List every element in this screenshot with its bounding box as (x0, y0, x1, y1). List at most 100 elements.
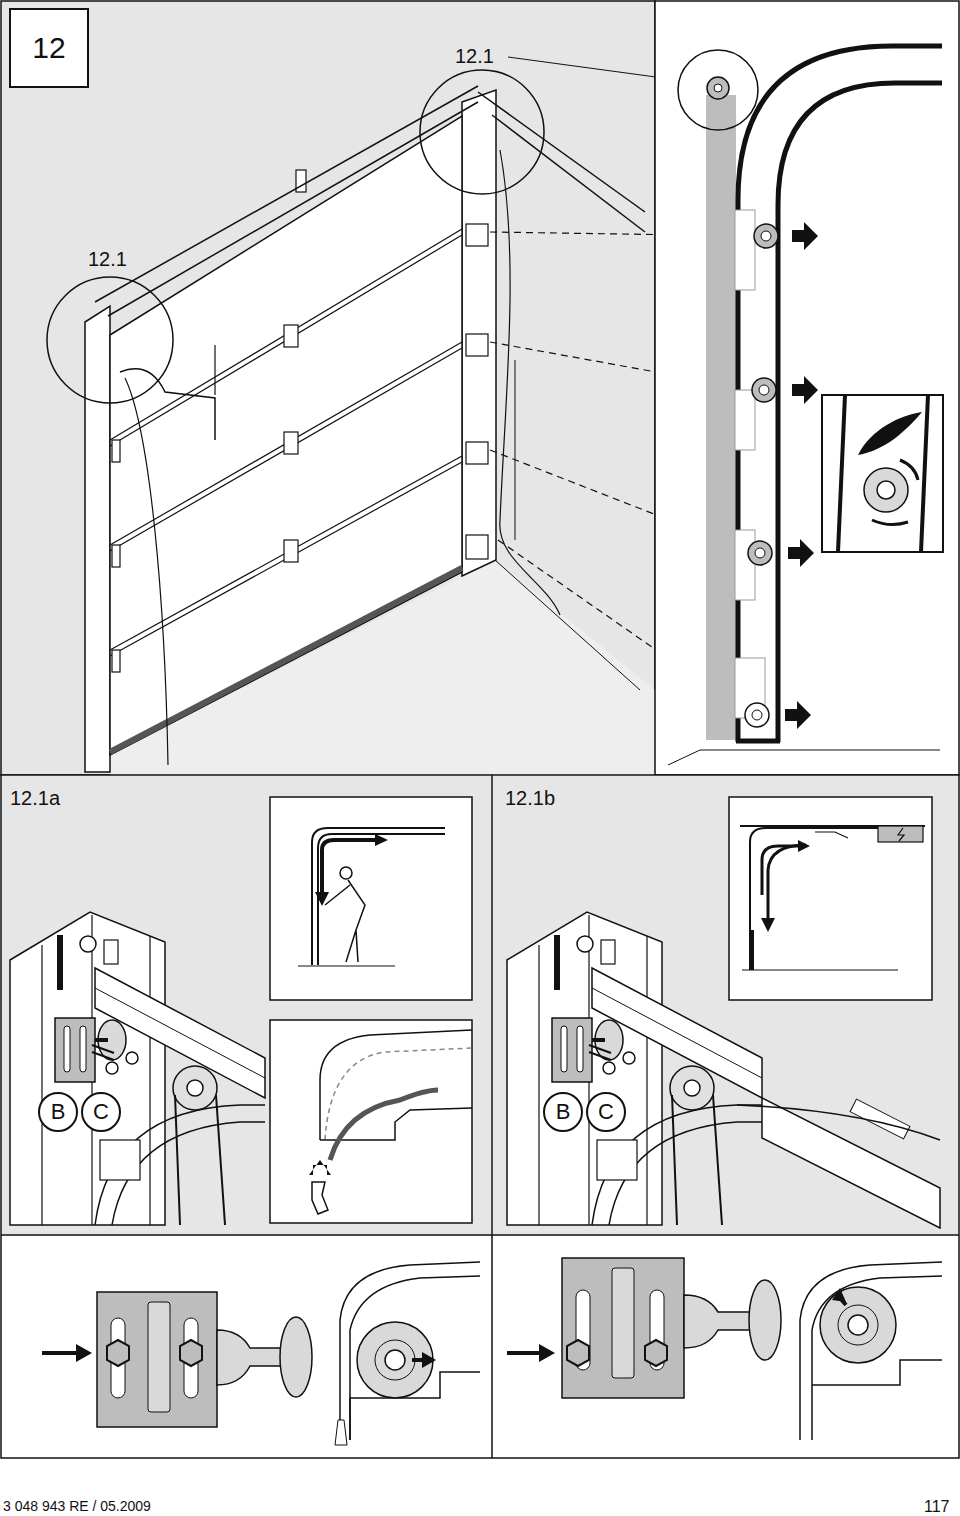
inset (270, 1020, 472, 1223)
drawing-rect (735, 530, 755, 600)
drawing-rect (148, 1302, 170, 1412)
drawing-rect (735, 390, 755, 450)
bracket-detail (42, 1292, 312, 1427)
drawing-line (921, 395, 928, 552)
callout-number: 12.1a (10, 787, 60, 809)
inset (729, 797, 932, 1000)
drawing-line (110, 342, 462, 545)
drawing-polygon (798, 840, 810, 852)
track (778, 83, 942, 742)
drawing-rect (562, 1258, 684, 1398)
drawing-circle (707, 77, 729, 99)
drawing-line (742, 970, 898, 971)
bracket-detail (507, 1258, 781, 1398)
drawing-path (762, 846, 798, 895)
part-letter: B (38, 1092, 78, 1132)
document-number: 3 048 943 RE / 05.2009 (3, 1499, 151, 1514)
drawing-rect (466, 535, 488, 559)
drawing-path (800, 1262, 942, 1440)
drawing-polygon (785, 701, 811, 729)
door-frame (85, 306, 110, 772)
drawing-line (838, 395, 845, 552)
drawing-path (330, 1090, 438, 1160)
panel (1, 775, 959, 1458)
arrows (785, 222, 818, 729)
drawing-polygon (539, 1344, 555, 1362)
drawing-line (736, 739, 780, 744)
drawing-line (515, 360, 516, 540)
drawing-line (507, 1351, 541, 1355)
drawing-rect (2, 776, 491, 1235)
section-joints (110, 229, 462, 656)
drawing-use (10, 912, 265, 1225)
drawing-line (495, 560, 640, 690)
drawing-rect (97, 1292, 217, 1427)
panel (1, 1, 655, 775)
drawing-polygon (567, 1340, 589, 1366)
drawing-line (478, 92, 645, 212)
part-letter-text: C (598, 1101, 614, 1123)
drawing-path (898, 828, 904, 841)
drawing-path (322, 840, 375, 892)
drawing-polygon (762, 1098, 940, 1228)
drawing-polygon (375, 834, 388, 846)
drawing-rect (284, 540, 298, 562)
bottom-seal (110, 568, 462, 752)
drawing-path (684, 1295, 752, 1348)
part-letter-text: B (556, 1101, 571, 1123)
callout-number: 12.1b (505, 787, 555, 809)
drawing-path (350, 1276, 480, 1440)
part-letter: C (586, 1092, 626, 1132)
drawing-rect (296, 170, 306, 192)
drawing-circle (759, 385, 769, 395)
drawing-circle (745, 703, 769, 727)
drawing-line (108, 102, 478, 316)
figure-number-text: 12 (32, 33, 65, 63)
drawing-rect (493, 776, 958, 1235)
drawing-line (214, 345, 215, 395)
drawing-circle (877, 481, 895, 499)
drawing-circle (838, 1305, 878, 1345)
drawing-rect (112, 650, 120, 672)
drawing-circle (714, 84, 722, 92)
hinges (112, 170, 488, 672)
part-letter-text: C (93, 1101, 109, 1123)
drawing-polygon (645, 1340, 667, 1366)
drawing-path (500, 150, 560, 615)
drawing-polygon (788, 539, 814, 567)
door-frame (462, 90, 496, 576)
drawing-path (312, 828, 445, 965)
drawing-line (95, 86, 478, 302)
drawing-polygon (792, 222, 818, 250)
drawing-path (812, 1360, 942, 1385)
callout-number: 12.1 (455, 45, 494, 67)
drawing-rect (284, 432, 298, 454)
person-figure (325, 867, 365, 962)
roller (864, 468, 908, 512)
part-letter-text: B (51, 1101, 66, 1123)
drawing-line (668, 750, 700, 765)
drawing-circle (754, 224, 778, 248)
drawing-path (217, 1330, 285, 1385)
drawing-rect (112, 440, 120, 462)
drawing-circle (820, 1287, 896, 1363)
drawing-ellipse (280, 1317, 312, 1397)
drawing-circle (375, 1340, 415, 1380)
drawing-line (491, 775, 493, 1458)
drawing-circle (752, 710, 762, 720)
drawing-rect (466, 442, 488, 464)
feather-icon (858, 412, 922, 455)
drawing-path (812, 1276, 942, 1440)
cables (125, 150, 560, 765)
hinge-outlines (735, 210, 765, 718)
drawing-circle (848, 1315, 868, 1335)
part-letter: C (81, 1092, 121, 1132)
drawing-line (298, 965, 395, 966)
inset (270, 797, 472, 1000)
drawing-path (325, 880, 365, 962)
drawing-rect (284, 325, 298, 347)
drawing-path (737, 1105, 940, 1140)
roller-detail (335, 1262, 480, 1445)
